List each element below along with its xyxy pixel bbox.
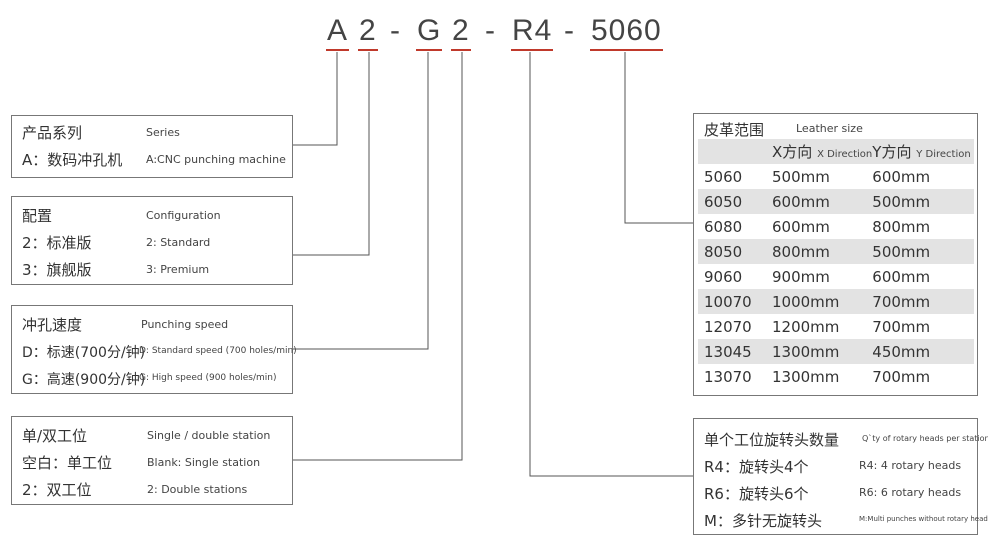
leather-table-header: X方向 X Direction Y方向 Y Direction: [698, 139, 975, 164]
series-title: 产品系列: [22, 124, 83, 142]
code-part-leather: 5060: [590, 14, 663, 51]
rotary-option-en: R6: 6 rotary heads: [859, 486, 962, 499]
code-separator: -: [485, 14, 495, 47]
code-separator: -: [390, 14, 400, 47]
leather-title: 皮革范围: [704, 121, 765, 139]
col-y-header: Y方向 Y Direction: [872, 139, 975, 164]
series-option-en: A:CNC punching machine: [146, 153, 286, 166]
rotary-option: R4：旋转头4个: [704, 458, 809, 476]
configuration-title-en: Configuration: [146, 209, 221, 222]
station-title-en: Single / double station: [147, 429, 271, 442]
connector-speed: [293, 52, 429, 350]
configuration-option: 3：旗舰版: [22, 261, 92, 279]
speed-title-en: Punching speed: [141, 318, 229, 331]
code-part-station: 2: [451, 14, 471, 51]
speed-option: G：高速(900分/钟): [22, 372, 146, 388]
connector-rotary: [529, 52, 693, 477]
code-part-configuration: 2: [358, 14, 378, 51]
configuration-option: 2：标准版: [22, 234, 92, 252]
station-option-en: 2: Double stations: [147, 483, 248, 496]
code-separator: -: [564, 14, 574, 47]
speed-option-en: D: Standard speed (700 holes/min): [139, 346, 297, 356]
leather-size-box: 皮革范围 Leather size X方向 X Direction Y方向 Y …: [693, 113, 978, 396]
leather-title-en: Leather size: [796, 122, 863, 135]
col-x-header: X方向 X Direction: [772, 139, 873, 164]
station-title: 单/双工位: [22, 427, 88, 445]
rotary-option-en: R4: 4 rotary heads: [859, 459, 962, 472]
rotary-option-en: M:Multi punches without rotary heads: [859, 515, 988, 523]
rotary-title-en: Q`ty of rotary heads per station: [862, 434, 988, 443]
code-part-rotary: R4: [511, 14, 554, 51]
rotary-heads-box: 单个工位旋转头数量 Q`ty of rotary heads per stati…: [693, 418, 988, 535]
station-option: 空白：单工位: [22, 454, 113, 472]
configuration-option-en: 2: Standard: [146, 236, 211, 249]
connector-configuration: [293, 52, 370, 256]
connector-station: [293, 52, 463, 461]
configuration-title: 配置: [22, 207, 53, 225]
rotary-option: R6：旋转头6个: [704, 485, 809, 503]
station-option-en: Blank: Single station: [147, 456, 261, 469]
rotary-option: M：多针无旋转头: [704, 512, 822, 530]
connector-series: [293, 52, 338, 146]
speed-title: 冲孔速度: [22, 316, 83, 334]
speed-option: D：标速(700分/钟): [22, 345, 146, 361]
configuration-option-en: 3: Premium: [146, 263, 210, 276]
speed-option-en: G: High speed (900 holes/min): [139, 373, 277, 383]
speed-box: 冲孔速度 Punching speed D：标速(700分/钟) D: Stan…: [11, 305, 297, 394]
series-title-en: Series: [146, 126, 180, 139]
connector-leather: [624, 52, 693, 224]
rotary-title: 单个工位旋转头数量: [704, 431, 840, 449]
station-box: 单/双工位 Single / double station 空白：单工位 Bla…: [11, 416, 293, 505]
series-box: 产品系列 Series A：数码冲孔机 A:CNC punching machi…: [11, 115, 293, 178]
station-option: 2：双工位: [22, 481, 92, 499]
code-part-series: A: [326, 14, 350, 51]
series-option: A：数码冲孔机: [22, 151, 123, 169]
configuration-box: 配置 Configuration 2：标准版 2: Standard 3：旗舰版…: [11, 196, 293, 285]
code-part-speed: G: [416, 14, 443, 51]
